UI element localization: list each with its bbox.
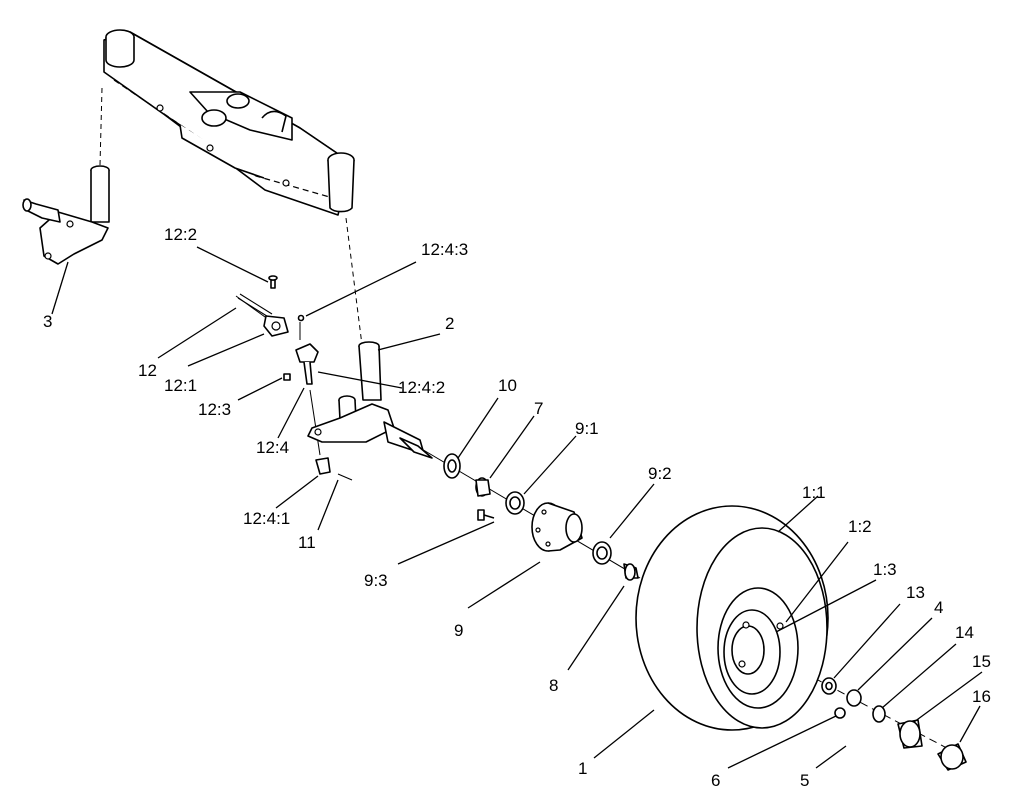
callout-1-2: 1:2 bbox=[848, 517, 872, 536]
seal-10 bbox=[443, 453, 461, 479]
callout-10: 10 bbox=[498, 376, 517, 395]
callout-1-3: 1:3 bbox=[873, 560, 897, 579]
callout-5: 5 bbox=[800, 771, 809, 790]
callout-8: 8 bbox=[549, 676, 558, 695]
callout-9: 9 bbox=[454, 621, 463, 640]
callout-14: 14 bbox=[955, 623, 974, 642]
callout-12-2: 12:2 bbox=[164, 225, 197, 244]
bushing-15 bbox=[897, 719, 923, 749]
washer-13 bbox=[821, 677, 837, 695]
callout-12-4-3: 12:4:3 bbox=[421, 240, 468, 259]
callout-3: 3 bbox=[43, 312, 52, 331]
callout-12-4-1: 12:4:1 bbox=[243, 509, 290, 528]
right-spindle bbox=[307, 395, 433, 459]
callout-1-1: 1:1 bbox=[802, 483, 826, 502]
callout-9-1: 9:1 bbox=[575, 419, 599, 438]
callout-1: 1 bbox=[578, 759, 587, 778]
nut-6 bbox=[834, 707, 846, 719]
tire-and-wheel bbox=[635, 505, 829, 731]
cup-9-2 bbox=[592, 541, 612, 565]
callout-12-4: 12:4 bbox=[256, 438, 289, 457]
callout-4: 4 bbox=[934, 598, 943, 617]
kingpin bbox=[358, 341, 382, 401]
wheel-bolt-9-3 bbox=[477, 509, 495, 521]
callout-13: 13 bbox=[906, 583, 925, 602]
callout-12-3: 12:3 bbox=[198, 400, 231, 419]
dust-cap-16 bbox=[937, 743, 967, 771]
wheel-hub-9 bbox=[531, 502, 583, 552]
callout-6: 6 bbox=[711, 771, 720, 790]
callout-11: 11 bbox=[298, 533, 316, 552]
bearing-8 bbox=[623, 563, 639, 581]
callout-2: 2 bbox=[445, 314, 454, 333]
callout-12-4-2: 12:4:2 bbox=[398, 378, 445, 397]
leader-lines bbox=[51, 246, 983, 769]
callout-9-3: 9:3 bbox=[364, 571, 388, 590]
left-spindle bbox=[22, 165, 110, 265]
cup-9-1 bbox=[505, 491, 525, 515]
spacer-4 bbox=[846, 689, 862, 707]
callout-9-2: 9:2 bbox=[648, 464, 672, 483]
tie-rod-assembly bbox=[237, 275, 353, 481]
bearing-7 bbox=[475, 477, 491, 497]
callout-labels: 12:2 12:4:3 2 3 12 12:1 12:3 12:4:2 12:4… bbox=[43, 225, 991, 790]
callout-7: 7 bbox=[534, 399, 543, 418]
callout-16: 16 bbox=[972, 687, 991, 706]
callout-15: 15 bbox=[972, 652, 991, 671]
bearing-14 bbox=[872, 705, 886, 723]
callout-12-1: 12:1 bbox=[164, 376, 197, 395]
callout-12: 12 bbox=[138, 361, 157, 380]
front-axle-beam bbox=[103, 29, 355, 216]
